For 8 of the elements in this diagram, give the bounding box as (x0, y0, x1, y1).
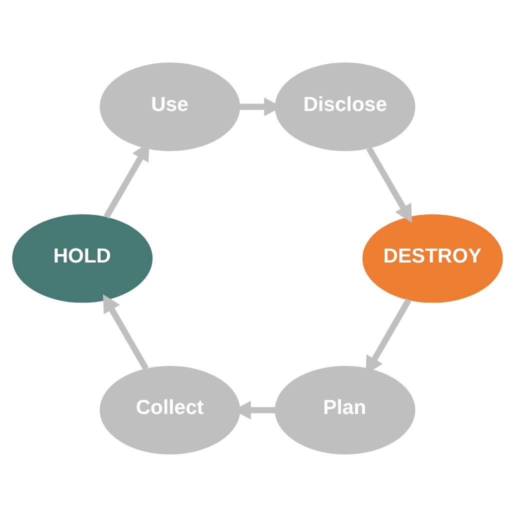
node-ellipse: Disclose (274, 62, 416, 151)
node-ellipse: HOLD (12, 214, 153, 302)
arrow (102, 294, 149, 370)
node-ellipse: Plan (274, 365, 416, 454)
arrow (366, 146, 412, 222)
node-ellipse: Use (100, 62, 240, 151)
node-ellipse: DESTROY (362, 214, 503, 302)
node-ellipse: Collect (100, 365, 240, 454)
